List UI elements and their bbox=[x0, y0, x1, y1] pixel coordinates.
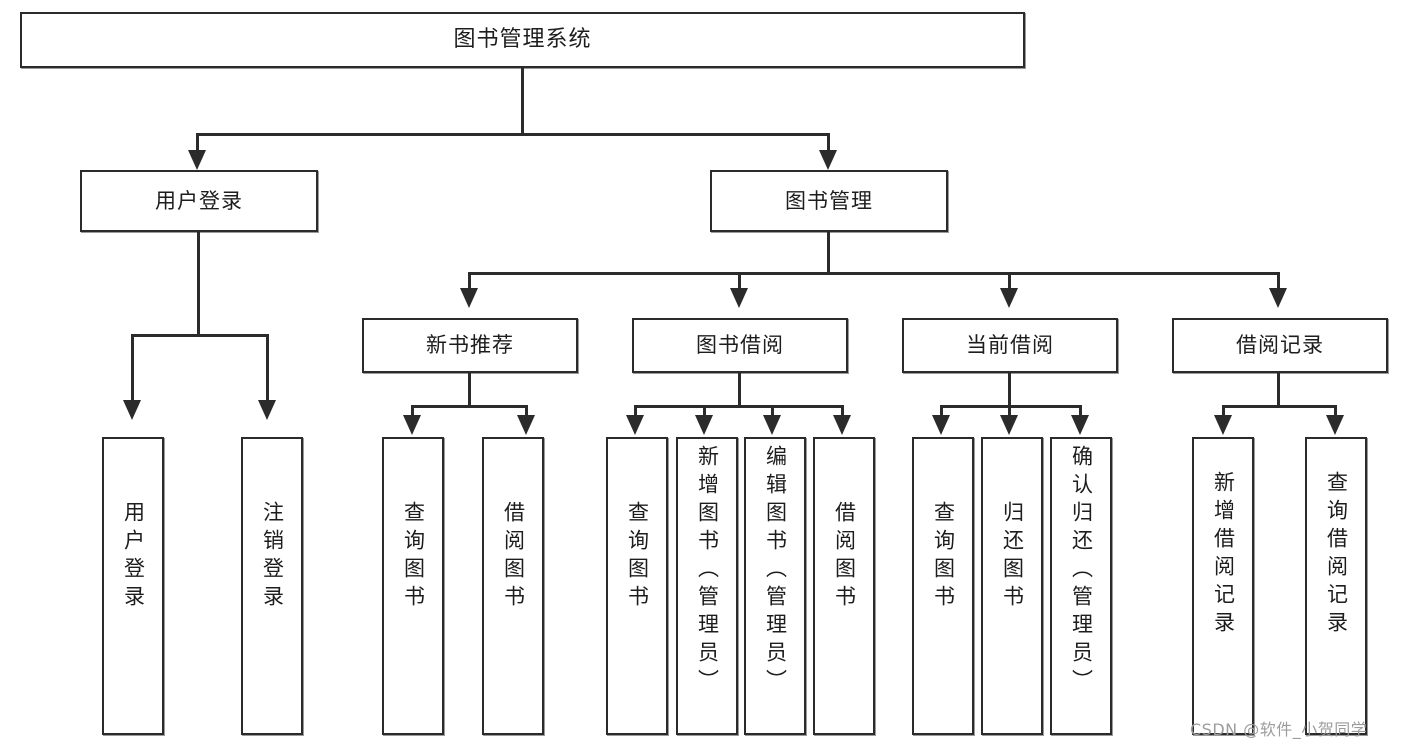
connector-bookborrow-bus bbox=[634, 405, 844, 408]
arrowhead-currentborrow-leaf-2 bbox=[1000, 415, 1018, 435]
connector-root-bus bbox=[196, 133, 830, 136]
leaf-query-book-current[interactable]: 查询图书 bbox=[912, 437, 974, 735]
connector-bookborrow-drop-4 bbox=[841, 405, 844, 419]
connector-newbook-drop-1 bbox=[411, 405, 414, 419]
connector-borrowrecord-bus bbox=[1222, 405, 1337, 408]
arrowhead-borrowrecord-leaf-2 bbox=[1326, 415, 1344, 435]
node-label: 编辑图书（管理员） bbox=[763, 445, 788, 697]
connector-level3-drop-4 bbox=[1277, 272, 1280, 292]
arrowhead-root-to-book-manage bbox=[819, 150, 837, 170]
arrowhead-level3-1 bbox=[460, 288, 478, 308]
arrowhead-root-to-user-login bbox=[188, 150, 206, 170]
leaf-logout[interactable]: 注销登录 bbox=[241, 437, 303, 735]
connector-newbook-drop-2 bbox=[525, 405, 528, 419]
node-label: 确认归还（管理员） bbox=[1069, 445, 1094, 697]
node-label: 新增借阅记录 bbox=[1211, 471, 1236, 639]
node-label: 用户登录 bbox=[121, 501, 146, 613]
node-label: 用户登录 bbox=[155, 188, 243, 213]
node-label: 图书管理 bbox=[785, 188, 873, 213]
leaf-add-book-admin[interactable]: 新增图书（管理员） bbox=[676, 437, 738, 735]
node-root-system[interactable]: 图书管理系统 bbox=[20, 12, 1025, 68]
arrowhead-bookborrow-leaf-3 bbox=[763, 415, 781, 435]
connector-bookborrow-drop-2 bbox=[703, 405, 706, 419]
leaf-edit-book-admin[interactable]: 编辑图书（管理员） bbox=[744, 437, 806, 735]
connector-level3-drop-2 bbox=[738, 272, 741, 292]
arrowhead-currentborrow-leaf-3 bbox=[1071, 415, 1089, 435]
connector-bookborrow-drop-3 bbox=[771, 405, 774, 419]
leaf-return-book[interactable]: 归还图书 bbox=[981, 437, 1043, 735]
connector-bookborrow-stem bbox=[738, 373, 741, 407]
connector-currentborrow-bus bbox=[940, 405, 1082, 408]
connector-user-login-stem bbox=[197, 232, 200, 336]
connector-currentborrow-drop-1 bbox=[940, 405, 943, 419]
node-label: 新书推荐 bbox=[426, 333, 514, 358]
leaf-query-borrow-record[interactable]: 查询借阅记录 bbox=[1305, 437, 1367, 735]
connector-borrowrecord-drop-1 bbox=[1222, 405, 1225, 419]
connector-root-stem bbox=[521, 68, 524, 135]
node-label: 图书借阅 bbox=[696, 333, 784, 358]
connector-root-to-book-manage bbox=[827, 133, 830, 156]
leaf-user-login[interactable]: 用户登录 bbox=[102, 437, 164, 735]
arrowhead-user-login-leaf-1 bbox=[123, 400, 141, 420]
connector-currentborrow-stem bbox=[1008, 373, 1011, 407]
node-label: 查询图书 bbox=[401, 501, 426, 613]
connector-currentborrow-drop-3 bbox=[1079, 405, 1082, 419]
node-label: 查询图书 bbox=[931, 501, 956, 613]
connector-user-login-drop-1 bbox=[131, 334, 134, 406]
connector-newbook-stem bbox=[468, 373, 471, 407]
node-label: 查询借阅记录 bbox=[1324, 471, 1349, 639]
arrowhead-user-login-leaf-2 bbox=[258, 400, 276, 420]
connector-root-to-user-login bbox=[196, 133, 199, 156]
arrowhead-borrowrecord-leaf-1 bbox=[1214, 415, 1232, 435]
connector-user-login-drop-2 bbox=[266, 334, 269, 406]
leaf-query-book-recommend[interactable]: 查询图书 bbox=[382, 437, 444, 735]
leaf-confirm-return-admin[interactable]: 确认归还（管理员） bbox=[1050, 437, 1112, 735]
connector-bookborrow-drop-1 bbox=[634, 405, 637, 419]
leaf-borrow-book[interactable]: 借阅图书 bbox=[813, 437, 875, 735]
node-label: 查询图书 bbox=[625, 501, 650, 613]
node-borrow-record[interactable]: 借阅记录 bbox=[1172, 318, 1388, 373]
node-book-management[interactable]: 图书管理 bbox=[710, 170, 948, 232]
arrowhead-level3-4 bbox=[1269, 288, 1287, 308]
arrowhead-level3-2 bbox=[730, 288, 748, 308]
leaf-query-book-borrow[interactable]: 查询图书 bbox=[606, 437, 668, 735]
arrowhead-newbook-leaf-2 bbox=[517, 415, 535, 435]
node-label: 当前借阅 bbox=[966, 333, 1054, 358]
leaf-borrow-book-recommend[interactable]: 借阅图书 bbox=[482, 437, 544, 735]
connector-book-manage-bus bbox=[468, 272, 1280, 275]
node-user-login[interactable]: 用户登录 bbox=[80, 170, 318, 232]
arrowhead-currentborrow-leaf-1 bbox=[932, 415, 950, 435]
node-label: 借阅图书 bbox=[501, 501, 526, 613]
connector-level3-drop-3 bbox=[1008, 272, 1011, 292]
node-label: 借阅记录 bbox=[1236, 333, 1324, 358]
node-book-borrow[interactable]: 图书借阅 bbox=[632, 318, 848, 373]
connector-newbook-bus bbox=[411, 405, 528, 408]
node-label: 新增图书（管理员） bbox=[695, 445, 720, 697]
arrowhead-level3-3 bbox=[1000, 288, 1018, 308]
node-label: 图书管理系统 bbox=[453, 27, 592, 53]
connector-book-manage-stem bbox=[827, 232, 830, 274]
arrowhead-bookborrow-leaf-1 bbox=[626, 415, 644, 435]
leaf-add-borrow-record[interactable]: 新增借阅记录 bbox=[1192, 437, 1254, 735]
connector-borrowrecord-stem bbox=[1277, 373, 1280, 407]
arrowhead-bookborrow-leaf-4 bbox=[833, 415, 851, 435]
connector-currentborrow-drop-2 bbox=[1008, 405, 1011, 419]
node-label: 归还图书 bbox=[1000, 501, 1025, 613]
connector-level3-drop-1 bbox=[468, 272, 471, 292]
arrowhead-bookborrow-leaf-2 bbox=[695, 415, 713, 435]
connector-user-login-bus bbox=[131, 334, 269, 337]
connector-borrowrecord-drop-2 bbox=[1334, 405, 1337, 419]
node-new-book-recommend[interactable]: 新书推荐 bbox=[362, 318, 578, 373]
node-current-borrow[interactable]: 当前借阅 bbox=[902, 318, 1118, 373]
node-label: 注销登录 bbox=[260, 501, 285, 613]
arrowhead-newbook-leaf-1 bbox=[403, 415, 421, 435]
node-label: 借阅图书 bbox=[832, 501, 857, 613]
